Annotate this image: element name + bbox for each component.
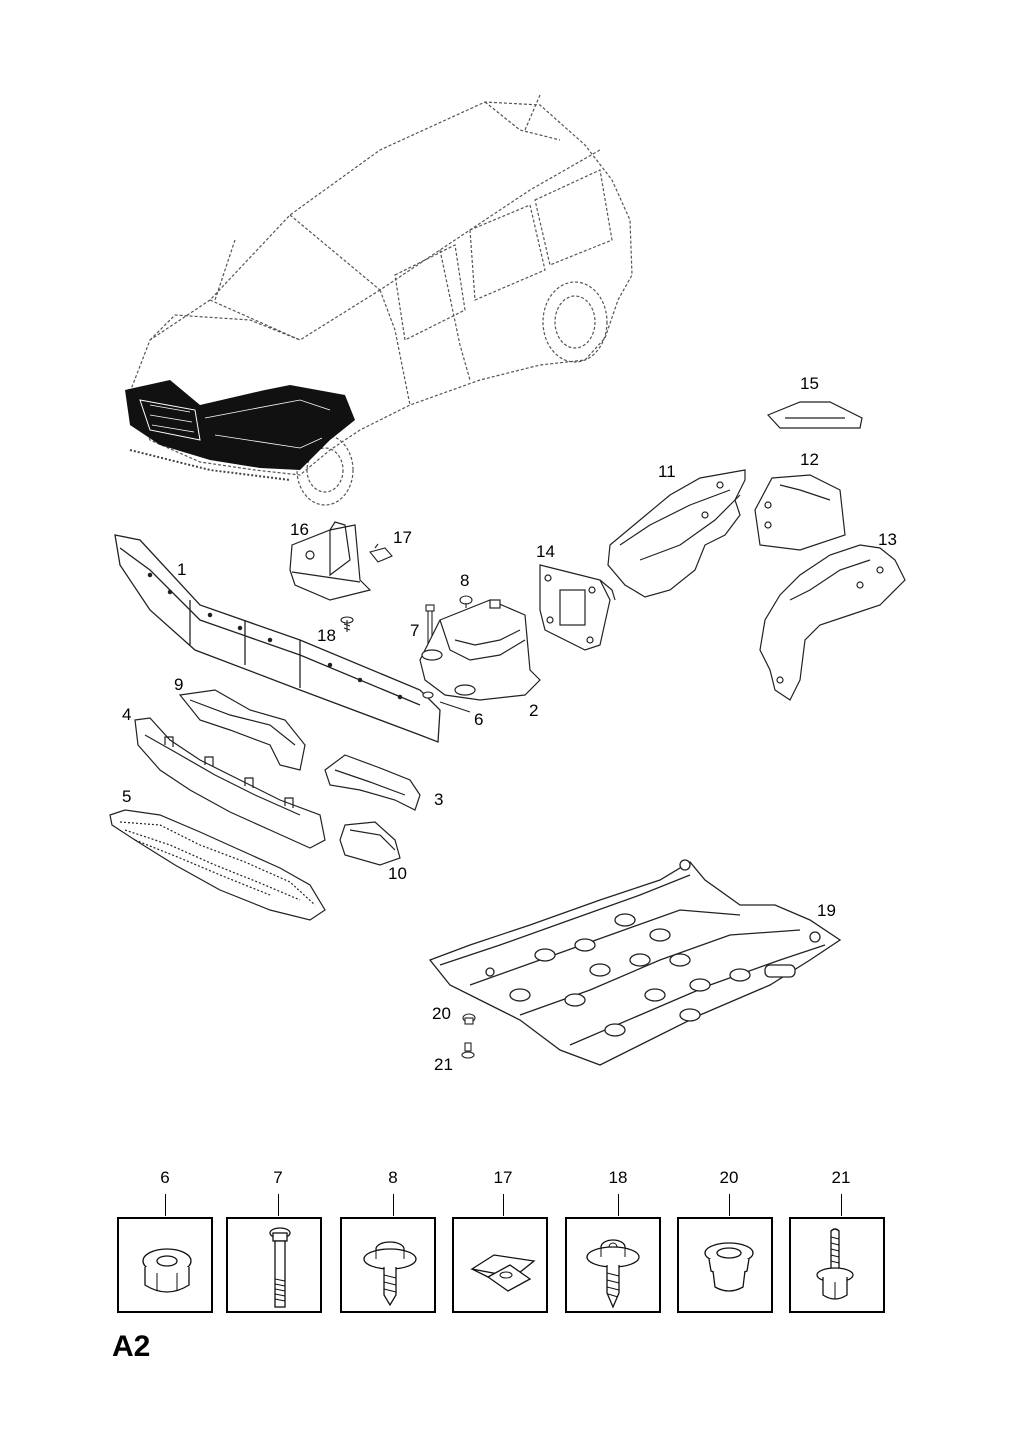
hardware-number: 6: [160, 1168, 170, 1187]
callout-11: 11: [658, 462, 676, 481]
flange-bolt-icon: [816, 1228, 854, 1300]
hardware-leader-line: [841, 1194, 842, 1216]
callout-17: 17: [393, 528, 412, 547]
callout-12: 12: [800, 450, 819, 469]
callout-19: 19: [817, 901, 836, 920]
long-bolt-icon: [269, 1227, 291, 1308]
callout-16: 16: [290, 520, 309, 539]
hardware-item-18: [565, 1217, 661, 1313]
callout-7: 7: [410, 621, 420, 640]
callout-10: 10: [388, 864, 407, 883]
hardware-number: 21: [831, 1168, 851, 1187]
hardware-item-8: [340, 1217, 436, 1313]
hardware-leader-line: [729, 1194, 730, 1216]
page-code-label: A2: [112, 1330, 151, 1363]
flange-nut-icon: [142, 1248, 192, 1293]
speed-clip-icon: [470, 1254, 536, 1292]
hardware-leader-line: [393, 1194, 394, 1216]
hardware-leader-line: [278, 1194, 279, 1216]
part-14-mounting-plate: [539, 564, 616, 651]
callout-9: 9: [174, 675, 184, 694]
callout-14: 14: [536, 542, 555, 561]
part-17-clip: [369, 543, 393, 563]
callout-13: 13: [878, 530, 897, 549]
grommet-nut-icon: [704, 1242, 754, 1292]
hardware-item-20: [677, 1217, 773, 1313]
part-11-side-member: [607, 469, 746, 598]
part-19-underbody-panel: [428, 859, 842, 1066]
callout-3: 3: [434, 790, 444, 809]
hardware-number: 18: [608, 1168, 628, 1187]
hardware-number: 7: [273, 1168, 283, 1187]
part-5-lower-deflector: [109, 809, 326, 921]
hardware-number: 8: [388, 1168, 398, 1187]
callout-8: 8: [460, 571, 470, 590]
callout-21: 21: [434, 1055, 453, 1074]
callout-18: 18: [317, 626, 336, 645]
callout-15: 15: [800, 374, 819, 393]
hardware-number: 20: [719, 1168, 739, 1187]
self-tapping-screw-icon: [586, 1239, 640, 1309]
hardware-item-7: [226, 1217, 322, 1313]
part-9-guide: [178, 689, 306, 771]
part-12-reinforcement: [754, 474, 846, 551]
callout-4: 4: [122, 705, 132, 724]
callout-6: 6: [474, 710, 484, 729]
part-1-bumper-beam: [114, 534, 441, 743]
hardware-leader-line: [503, 1194, 504, 1216]
part-20-grommet: [462, 1013, 476, 1025]
hardware-item-17: [452, 1217, 548, 1313]
hardware-number: 17: [493, 1168, 513, 1187]
part-21-bolt: [461, 1042, 475, 1059]
vehicle-outline: [129, 94, 633, 506]
hex-screw-icon: [363, 1241, 417, 1307]
part-6-nut: [422, 691, 471, 713]
part-13-bracket: [759, 544, 906, 701]
callout-2: 2: [529, 701, 539, 720]
hardware-item-21: [789, 1217, 885, 1313]
hardware-leader-line: [618, 1194, 619, 1216]
part-2-crash-box: [419, 599, 541, 701]
part-16-bracket: [289, 521, 372, 601]
part-8-screw: [459, 595, 473, 608]
front-end-highlight: [125, 380, 355, 481]
hardware-leader-line: [165, 1194, 166, 1216]
part-10-bracket: [339, 821, 401, 866]
hardware-item-6: [117, 1217, 213, 1313]
part-3-absorber: [324, 754, 421, 811]
part-18-screw: [340, 616, 354, 632]
callout-1: 1: [177, 560, 187, 579]
callout-20: 20: [432, 1004, 451, 1023]
part-4-absorber: [134, 717, 326, 849]
part-15-bracket: [766, 401, 863, 429]
callout-5: 5: [122, 787, 132, 806]
